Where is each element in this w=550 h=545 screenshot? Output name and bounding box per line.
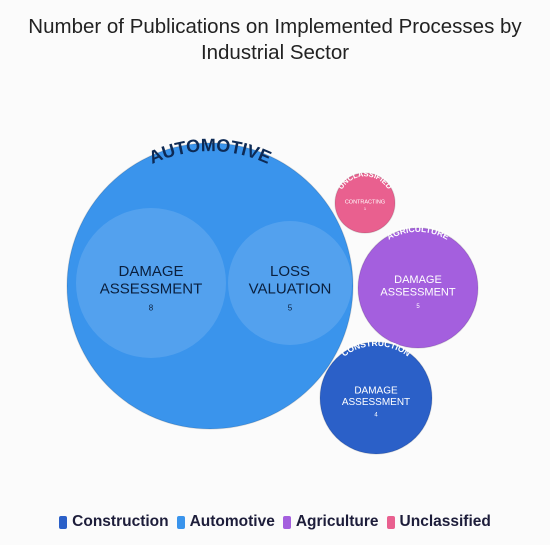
- legend-swatch-agriculture: [282, 515, 291, 529]
- legend: Construction Automotive Agriculture Uncl…: [0, 513, 550, 531]
- legend-item-construction[interactable]: Construction: [59, 513, 169, 531]
- legend-item-automotive[interactable]: Automotive: [176, 513, 275, 531]
- child-label-automotive-damage-assessment: DAMAGE: [118, 263, 183, 280]
- legend-label-automotive: Automotive: [189, 513, 275, 530]
- child-bubble-automotive-loss-valuation: [228, 221, 352, 345]
- bubble-construction: [319, 341, 433, 455]
- child-label-automotive-loss-valuation: LOSS: [270, 263, 310, 280]
- bubble-agriculture: [357, 227, 479, 349]
- legend-swatch-unclassified: [386, 515, 395, 529]
- child-value-automotive-damage-assessment: 8: [149, 303, 154, 312]
- child-label-construction-damage-assessment: DAMAGE: [354, 385, 398, 396]
- legend-item-unclassified[interactable]: Unclassified: [386, 513, 491, 531]
- child-value-unclassified-contracting: 1: [364, 206, 367, 211]
- bubble-group-automotive: AUTOMOTIVEDAMAGEASSESSMENT8LOSSVALUATION…: [66, 135, 354, 430]
- child-label-automotive-damage-assessment: ASSESSMENT: [100, 280, 203, 297]
- child-label-agriculture-damage-assessment: DAMAGE: [394, 274, 442, 286]
- child-value-construction-damage-assessment: 4: [374, 412, 378, 418]
- child-label-unclassified-contracting: CONTRACTING: [345, 200, 385, 206]
- legend-label-agriculture: Agriculture: [295, 513, 379, 530]
- chart-title-line-2: Industrial Sector: [200, 41, 350, 64]
- child-value-automotive-loss-valuation: 5: [288, 303, 293, 312]
- child-bubble-automotive-damage-assessment: [76, 208, 226, 358]
- legend-swatch-automotive: [176, 515, 185, 529]
- chart-title-line-1: Number of Publications on Implemented Pr…: [28, 15, 522, 38]
- legend-label-construction: Construction: [72, 513, 169, 530]
- legend-item-agriculture[interactable]: Agriculture: [282, 513, 379, 531]
- child-label-automotive-loss-valuation: VALUATION: [249, 280, 332, 297]
- legend-label-unclassified: Unclassified: [399, 513, 491, 530]
- legend-swatch-construction: [59, 515, 68, 529]
- bubble-unclassified: [334, 172, 396, 234]
- bubble-automotive: [66, 142, 354, 430]
- child-label-construction-damage-assessment: ASSESSMENT: [342, 397, 410, 408]
- chart-title: Number of Publications on Implemented Pr…: [0, 14, 550, 66]
- child-label-agriculture-damage-assessment: ASSESSMENT: [380, 287, 455, 299]
- child-value-agriculture-damage-assessment: 5: [416, 304, 420, 310]
